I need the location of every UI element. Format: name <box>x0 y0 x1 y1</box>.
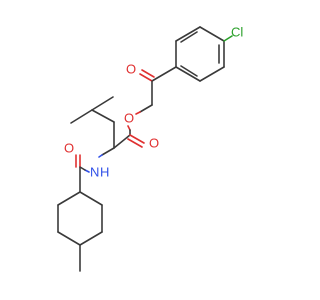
ester-oxygen-label: O <box>124 111 134 126</box>
ch2-oxygen-bond-o <box>135 111 141 115</box>
ch2-ch-bond <box>91 109 115 123</box>
chlorine-label: Cl <box>231 25 243 40</box>
ring-bond <box>199 66 225 82</box>
ring-bond <box>79 231 103 246</box>
ring-bond <box>57 231 81 246</box>
ring-bond <box>79 191 103 206</box>
aryl-carbonyl-bond <box>151 66 177 82</box>
methylcyclohexyl-ring <box>57 191 103 246</box>
amide-nitrogen-label: N <box>90 165 99 180</box>
ring-double-bond <box>180 65 198 77</box>
chlorophenyl-ring <box>175 26 225 82</box>
ketone-double-bond <box>139 73 153 82</box>
ring-bond <box>199 26 225 42</box>
ester-carbonyl-oxygen-label: O <box>149 136 159 151</box>
carbon-chlorine-bond <box>223 35 233 42</box>
ch2-oxygen-bond <box>139 104 153 113</box>
amide-hydrogen-label: H <box>100 165 109 180</box>
ketone-double-bond <box>141 69 155 78</box>
ring-double-bond <box>180 31 198 43</box>
alpha-nitrogen-bond <box>101 147 115 156</box>
structure-canvas: Cl O O O N H O <box>57 25 243 272</box>
alpha-nitrogen-bond-n <box>98 154 103 158</box>
ring-bond <box>57 191 81 206</box>
ring-bond <box>175 66 201 82</box>
ester-double-bond <box>127 138 143 148</box>
ring-bond <box>175 26 201 42</box>
molecule-drawing: Cl O O O N H O <box>57 25 243 272</box>
ester-double-bond <box>129 134 145 144</box>
nitrogen-carbonyl-bond-c <box>79 166 86 171</box>
ch-methyl-bond <box>70 109 93 124</box>
amide-oxygen-label: O <box>64 141 74 156</box>
ketone-oxygen-label: O <box>126 62 136 77</box>
ester-carbon-alpha-bond <box>113 134 131 149</box>
ch-methyl-bond <box>91 96 114 111</box>
